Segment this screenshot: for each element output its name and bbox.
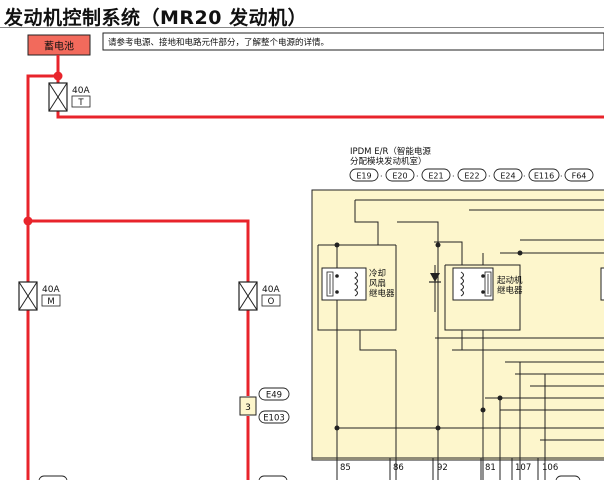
- starter-relay-label-1: 起动机: [497, 275, 523, 286]
- svg-text:·: ·: [523, 172, 526, 181]
- starter-relay: [452, 267, 494, 301]
- svg-text:·: ·: [560, 172, 563, 181]
- fuse-m-rating: 40A: [42, 285, 60, 295]
- ipdm-connector: E22: [464, 172, 479, 181]
- fuse-o-rating: 40A: [262, 285, 280, 295]
- ipdm-title-line2: 分配模块发动机室）: [350, 156, 427, 167]
- terminal-85: 85: [340, 463, 351, 473]
- terminal-92: 92: [437, 463, 448, 473]
- fuse-o: [238, 281, 258, 311]
- ipdm-connectors: E19 E20 E21 E22 E24 E116 F64: [349, 168, 594, 182]
- splice-box: [239, 396, 257, 416]
- fuse-m: [18, 281, 38, 311]
- note-text: 请参考电源、接地和电路元件部分，了解整个电源的详情。: [108, 37, 329, 48]
- connector-separators: · · · · · ·: [380, 172, 563, 181]
- starter-relay-label-2: 继电器: [497, 285, 523, 296]
- fuse-o-letter: O: [268, 297, 275, 307]
- cooling-fan-relay-label-1: 冷却: [369, 268, 386, 279]
- ipdm-connector: E24: [500, 172, 515, 181]
- splice-connector-1: E49: [266, 391, 282, 401]
- note-box: [102, 32, 604, 51]
- cooling-fan-relay: [321, 267, 367, 301]
- fuse-t-rating: 40A: [72, 86, 90, 96]
- wire-main-feed: [26, 74, 58, 480]
- diode: [429, 273, 441, 283]
- fuse-m-letter: M: [47, 297, 54, 307]
- connector-pill: [555, 475, 581, 480]
- ipdm-connector: E19: [356, 172, 371, 181]
- terminal-107: 107: [515, 463, 531, 473]
- terminal-81: 81: [485, 463, 496, 473]
- ipdm-connector: E21: [428, 172, 443, 181]
- wire-fuse-t-out: [56, 111, 604, 119]
- junction-dot: [23, 216, 33, 226]
- svg-text:·: ·: [416, 172, 419, 181]
- page-title: 发动机控制系统（MR20 发动机）: [4, 7, 308, 29]
- ipdm-connector: F64: [572, 172, 587, 181]
- splice-number: 3: [245, 403, 251, 413]
- ipdm-connector: E116: [534, 172, 554, 181]
- connector-pill: [258, 410, 290, 424]
- ipdm-module: [311, 189, 604, 461]
- terminal-86: 86: [393, 463, 404, 473]
- svg-text:·: ·: [452, 172, 455, 181]
- svg-text:·: ·: [488, 172, 491, 181]
- terminal-106: 106: [542, 463, 558, 473]
- ipdm-title-line1: IPDM E/R（智能电源: [350, 146, 431, 157]
- connector-pill: [38, 475, 68, 480]
- splice-connector-2: E103: [263, 414, 285, 424]
- connector-pill: [258, 475, 288, 480]
- fuse-t-letter: T: [77, 98, 84, 108]
- ipdm-internal-wiring: [317, 199, 604, 480]
- ipdm-junctions: [334, 242, 523, 431]
- battery-label: 蓄电池: [44, 40, 74, 53]
- relay-partial: [600, 267, 604, 301]
- cooling-fan-relay-label-2: 风扇: [369, 278, 386, 289]
- wire-to-fuse-o: [28, 219, 250, 282]
- fuse-t: [48, 82, 68, 112]
- ipdm-connector: E20: [392, 172, 407, 181]
- junction-dot: [53, 71, 63, 81]
- terminal-ticks: [336, 458, 539, 480]
- cooling-fan-relay-label-3: 继电器: [369, 288, 395, 299]
- connector-pill: [258, 387, 290, 401]
- svg-text:·: ·: [380, 172, 383, 181]
- power-wires: [26, 55, 604, 480]
